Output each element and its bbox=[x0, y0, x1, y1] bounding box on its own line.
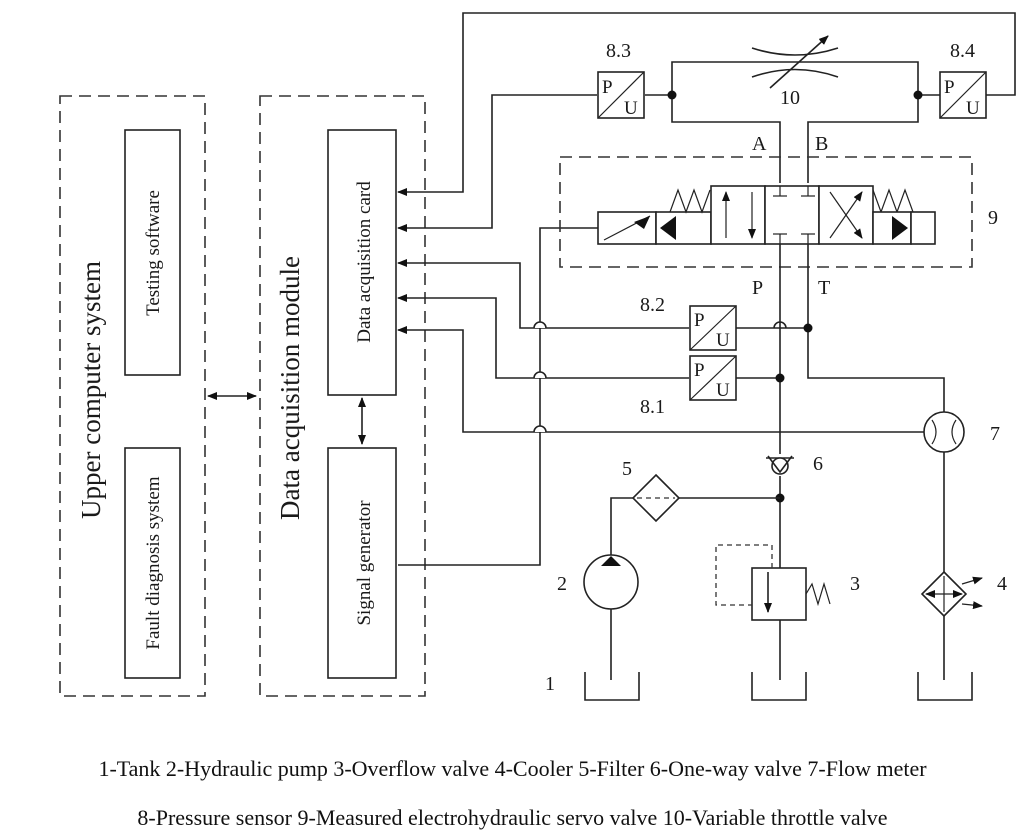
flow-meter-7: 7 bbox=[923, 411, 1000, 572]
filter-5: 5 bbox=[610, 458, 780, 556]
data-acquisition-module: Data acquisition module Data acquisition… bbox=[259, 95, 426, 697]
upper-computer-system: Upper computer system Testing software F… bbox=[59, 95, 206, 697]
fault-diagnosis-label: Fault diagnosis system bbox=[143, 476, 164, 649]
servo-valve-9: 9 bbox=[559, 156, 998, 454]
label-6: 6 bbox=[813, 453, 823, 475]
sensor-8-4-p: P bbox=[944, 77, 955, 98]
caption-line-2: 8-Pressure sensor 9-Measured electrohydr… bbox=[137, 805, 888, 830]
upper-computer-label: Upper computer system bbox=[76, 261, 106, 519]
sensor-8-1-u: U bbox=[716, 380, 730, 401]
caption-line-1: 1-Tank 2-Hydraulic pump 3-Overflow valve… bbox=[98, 756, 927, 781]
hydraulic-pump-2: 2 bbox=[557, 554, 639, 680]
label-7: 7 bbox=[990, 423, 1000, 445]
daq-module-label: Data acquisition module bbox=[275, 256, 305, 520]
label-5: 5 bbox=[622, 458, 632, 480]
signal-generator-label: Signal generator bbox=[354, 500, 375, 626]
label-9: 9 bbox=[988, 207, 998, 229]
sensor-8-2-u: U bbox=[716, 330, 730, 351]
pressure-sensor-8-2: P U 8.2 bbox=[640, 294, 813, 351]
port-b-label: B bbox=[815, 133, 828, 155]
pressure-sensor-8-3: P U 8.3 bbox=[597, 40, 677, 119]
daq-card-box: Data acquisition card bbox=[327, 129, 397, 396]
sensor-8-3-u: U bbox=[624, 98, 638, 119]
cooler-4: 4 bbox=[920, 570, 1007, 680]
sensor-8-4-u: U bbox=[966, 98, 980, 119]
label-1: 1 bbox=[545, 673, 555, 695]
port-a-label: A bbox=[752, 133, 767, 155]
testing-software-label: Testing software bbox=[143, 190, 164, 316]
daq-card-label: Data acquisition card bbox=[354, 181, 375, 343]
sensor-8-1-p: P bbox=[694, 360, 705, 381]
signal-generator-box: Signal generator bbox=[327, 447, 397, 679]
label-2: 2 bbox=[557, 573, 567, 595]
pressure-sensor-8-4: P U 8.4 bbox=[913, 40, 987, 119]
sensor-8-2-p: P bbox=[694, 310, 705, 331]
signal-lines bbox=[397, 12, 1016, 566]
port-p-label: P bbox=[752, 277, 763, 299]
sensor-8-3-p: P bbox=[602, 77, 613, 98]
pressure-sensor-8-1: P U 8.1 bbox=[640, 355, 785, 418]
testing-software-box: Testing software bbox=[124, 129, 181, 376]
label-8-2: 8.2 bbox=[640, 294, 665, 316]
label-8-4: 8.4 bbox=[950, 40, 975, 62]
label-10: 10 bbox=[780, 87, 800, 109]
tanks-1: 1 bbox=[545, 672, 973, 701]
port-t-label: T bbox=[818, 277, 830, 299]
overflow-valve-3: 3 bbox=[715, 544, 860, 680]
label-3: 3 bbox=[850, 573, 860, 595]
label-8-3: 8.3 bbox=[606, 40, 631, 62]
variable-throttle-valve: 10 bbox=[671, 35, 919, 183]
label-4: 4 bbox=[997, 573, 1007, 595]
one-way-valve-6: 6 bbox=[766, 453, 823, 568]
label-8-1: 8.1 bbox=[640, 396, 665, 418]
fault-diagnosis-box: Fault diagnosis system bbox=[124, 447, 181, 679]
